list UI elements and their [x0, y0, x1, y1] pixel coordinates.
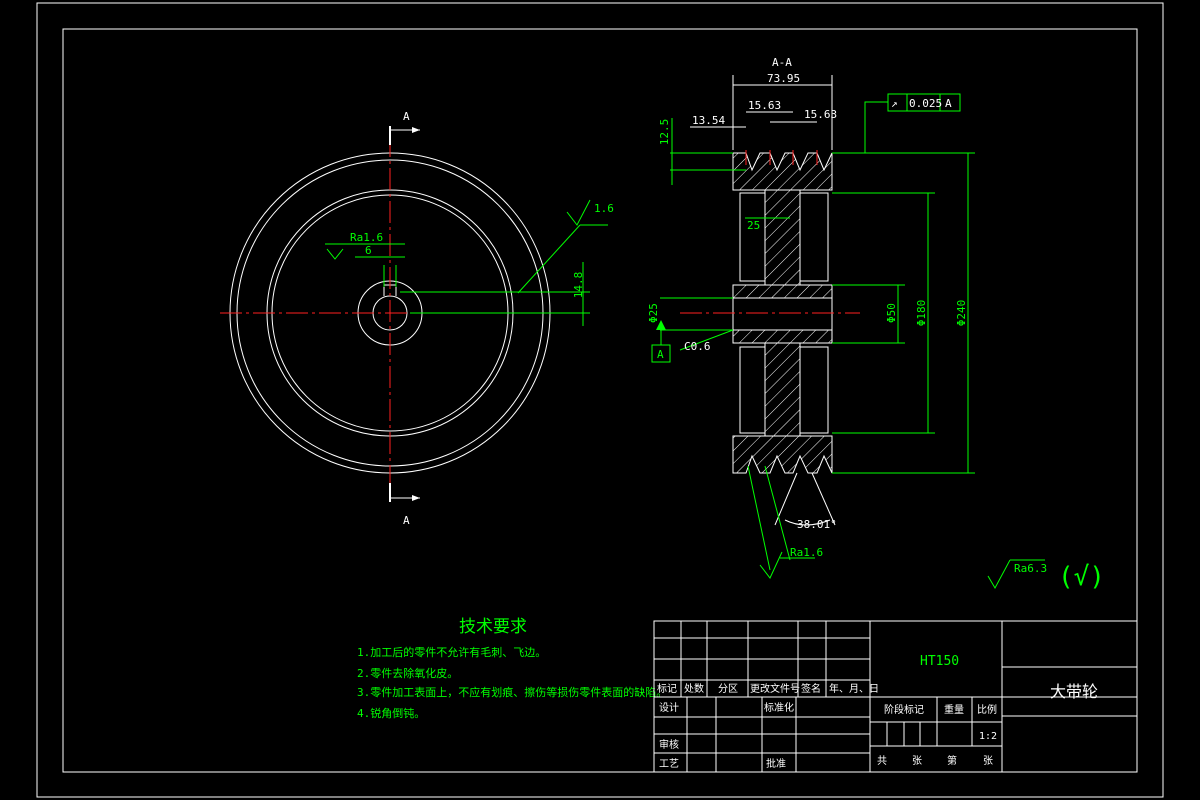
sheet-no-unit: 张 [983, 755, 993, 767]
keyway-width-dim: 6 [365, 244, 372, 257]
general-roughness: Ra6.3 (√) [987, 559, 1105, 592]
material-label: HT150 [920, 654, 959, 669]
bore [732, 297, 833, 331]
rev-header: 年、月、日 [829, 682, 879, 695]
sheet-no-label: 第 [947, 754, 957, 767]
outer-border [36, 2, 1164, 798]
opening-top-right [799, 192, 829, 282]
edge-offset-dim: 13.54 [692, 114, 725, 127]
design-label: 设计 [659, 701, 679, 714]
datum-label: A [657, 348, 664, 361]
bore-dim: Φ25 [647, 303, 660, 323]
scale-label: 比例 [977, 703, 997, 716]
note-item: 4.锐角倒钝。 [357, 706, 425, 720]
groove-depth-dim: 12.5 [658, 119, 671, 146]
front-view: A A 6 Ra1.6 14.8 1.6 [220, 110, 614, 527]
tolerance-datum: A [945, 97, 952, 110]
approve-label: 批准 [766, 757, 786, 770]
part-name: 大带轮 [1050, 682, 1098, 701]
opening-bottom-left [739, 346, 766, 434]
tolerance-symbol: ↗ [891, 97, 898, 110]
inner-border [62, 28, 1138, 773]
opening-top-left [739, 192, 766, 282]
section-view: A-A 73.95 15.63 15.63 13.54 12.5 ↗ 0.025… [647, 56, 975, 579]
outer-dia-dim: Φ240 [955, 300, 968, 327]
hub-bottom-hatch [732, 329, 833, 344]
review-label: 审核 [659, 738, 679, 751]
overall-width-dim: 73.95 [767, 72, 800, 85]
technical-notes: 技术要求 1.加工后的零件不允许有毛刺、飞边。 2.零件去除氧化皮。 3.零件加… [357, 617, 667, 720]
opening-bottom-right [799, 346, 829, 434]
rev-header: 标记 [657, 683, 677, 695]
datum-box [651, 344, 671, 363]
general-roughness-value: Ra6.3 [1014, 562, 1047, 575]
sheet-total-label: 共 [877, 755, 887, 767]
keyway-depth-dim: 14.8 [572, 272, 585, 299]
notes-title: 技术要求 [459, 617, 527, 637]
web-top-hatch [764, 189, 801, 286]
standardize-label: 标准化 [764, 701, 794, 714]
inner-rim-dia-dim: Φ180 [915, 300, 928, 327]
scale-value: 1:2 [979, 731, 997, 742]
weight-label: 重量 [944, 703, 964, 716]
rev-header: 处数 [684, 682, 704, 695]
title-block-text: HT150 大带轮 标记 处数 分区 更改文件号 签名 年、月、日 设计 标准化… [657, 654, 1098, 770]
groove-pitch-a: 15.63 [748, 99, 781, 112]
note-item: 2.零件去除氧化皮。 [357, 666, 458, 680]
rim-top-hatch [732, 152, 833, 191]
groove-roughness: Ra1.6 [790, 546, 823, 559]
face-roughness: 1.6 [594, 202, 614, 215]
sheet-total-unit: 张 [912, 755, 922, 767]
web-thickness-dim: 25 [747, 219, 760, 232]
title-block [653, 620, 1138, 773]
rev-header: 分区 [718, 683, 738, 695]
cut-label-bottom: A [403, 514, 410, 527]
chamfer-dim: C0.6 [684, 340, 711, 353]
keyway-roughness: Ra1.6 [350, 231, 383, 244]
rev-header: 更改文件号 [750, 682, 800, 695]
tolerance-frame [887, 93, 961, 112]
general-roughness-suffix: (√) [1058, 562, 1105, 592]
note-item: 3.零件加工表面上，不应有划痕、擦伤等损伤零件表面的缺陷。 [357, 685, 667, 699]
note-item: 1.加工后的零件不允许有毛刺、飞边。 [357, 645, 546, 659]
process-label: 工艺 [659, 758, 679, 770]
rim-bottom-hatch [732, 435, 833, 474]
hub-top-hatch [732, 284, 833, 299]
stage-mark-label: 阶段标记 [884, 703, 924, 716]
section-title: A-A [772, 56, 792, 69]
cut-label-top: A [403, 110, 410, 123]
groove-angle-dim: 38.01° [797, 518, 837, 531]
rev-header: 签名 [801, 682, 821, 695]
web-bottom-hatch [764, 342, 801, 437]
tolerance-value: 0.025 [909, 97, 942, 110]
groove-pitch-b: 15.63 [804, 108, 837, 121]
hub-dia-dim: Φ50 [885, 303, 898, 323]
